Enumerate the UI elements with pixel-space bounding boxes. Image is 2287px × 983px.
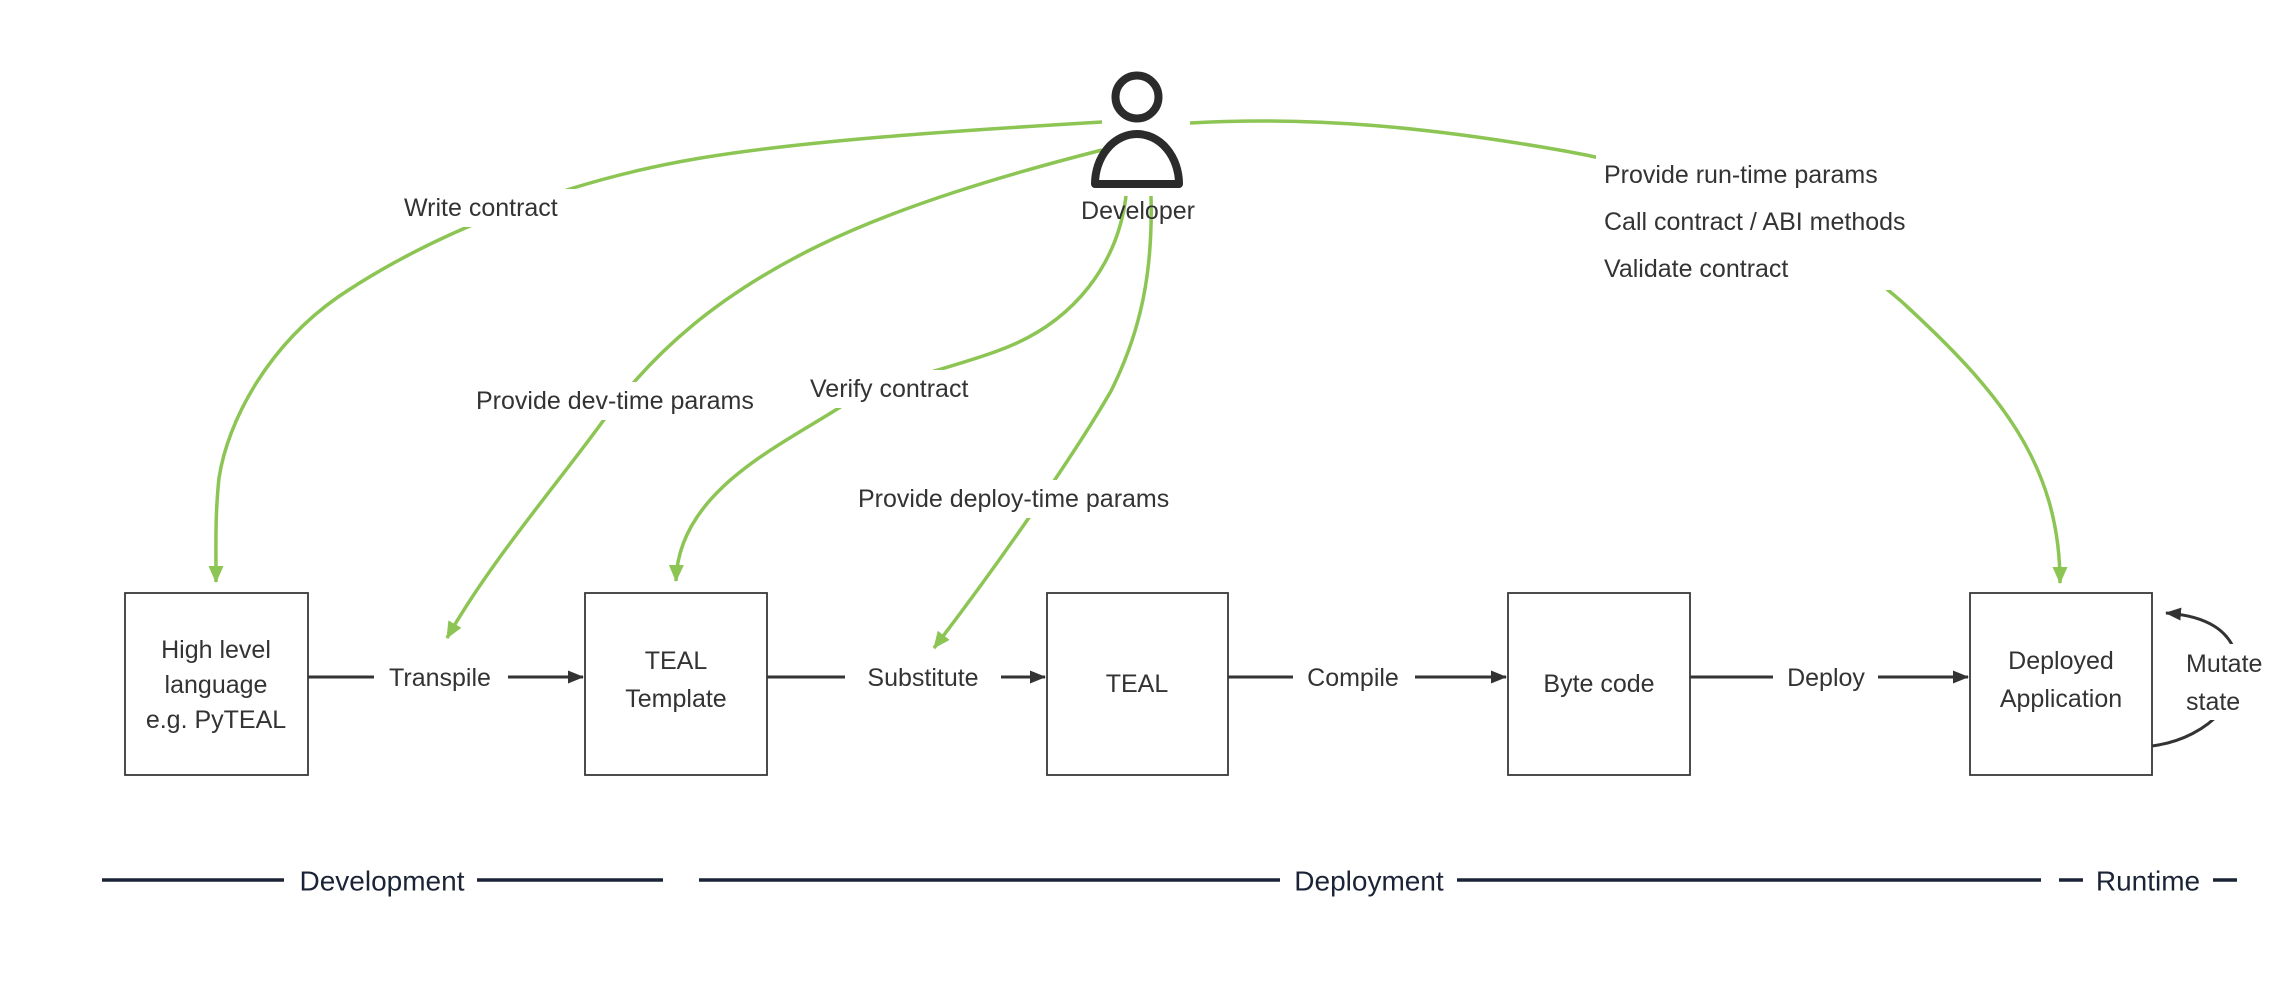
- verify-contract-label-bg: [804, 370, 1002, 408]
- edge-provide-dev-time-params: [445, 148, 1103, 639]
- edge-write-contract: [208, 120, 1103, 583]
- high-level-language-line-2: language: [165, 671, 268, 699]
- deployment-label: Deployment: [1294, 866, 1444, 897]
- developer-label: Developer: [1081, 197, 1195, 225]
- high-level-language-line-1: High level: [161, 636, 271, 664]
- node-deployed-application: Deployed Application: [1969, 592, 2153, 776]
- runtime-action-line-1: Provide run-time params: [1604, 161, 1878, 189]
- deployed-application-box: [1969, 592, 2153, 776]
- verify-contract-label: Verify contract: [810, 375, 968, 403]
- deploy-time-label: Provide deploy-time params: [858, 485, 1169, 513]
- runtime-action-line-3: Validate contract: [1604, 255, 1788, 283]
- dev-time-label: Provide dev-time params: [476, 387, 754, 415]
- deployed-application-line-2: Application: [2000, 685, 2122, 713]
- transpile-label: Transpile: [389, 664, 491, 692]
- byte-code-label: Byte code: [1543, 670, 1654, 698]
- person-icon-body: [1091, 130, 1183, 188]
- runtime-label: Runtime: [2096, 866, 2200, 897]
- mutate-state-label-line-1: Mutate: [2186, 650, 2262, 678]
- deployed-application-line-1: Deployed: [2008, 647, 2114, 675]
- mutate-state-label-bg: [2178, 644, 2287, 720]
- phase-runtime: Runtime: [2059, 866, 2237, 897]
- runtime-actions-label-bg: [1596, 152, 1966, 290]
- dev-time-label-bg: [470, 382, 806, 420]
- high-level-language-line-3: e.g. PyTEAL: [146, 706, 286, 734]
- deploy-label: Deploy: [1787, 664, 1865, 692]
- person-icon-head: [1111, 71, 1163, 123]
- deploy-time-label-bg: [852, 480, 1230, 518]
- phase-deployment: Deployment: [699, 866, 2041, 897]
- node-high-level-language: High level language e.g. PyTEAL: [124, 592, 309, 776]
- developer-actor: Developer: [1081, 71, 1195, 225]
- mutate-state-label-line-2: state: [2186, 688, 2240, 716]
- compile-label: Compile: [1307, 664, 1399, 692]
- byte-code-box: [1507, 592, 1691, 776]
- teal-template-line-1: TEAL: [645, 647, 708, 675]
- teal-template-line-2: Template: [625, 685, 726, 713]
- write-contract-label: Write contract: [404, 194, 558, 222]
- teal-box: [1046, 592, 1229, 776]
- substitute-label: Substitute: [867, 664, 978, 692]
- node-byte-code: Byte code: [1507, 592, 1691, 776]
- high-level-language-box: [124, 592, 309, 776]
- node-teal-template: TEAL Template: [584, 592, 768, 776]
- runtime-action-line-2: Call contract / ABI methods: [1604, 208, 1906, 236]
- teal-template-box: [584, 592, 768, 776]
- write-contract-label-bg: [398, 189, 596, 227]
- teal-label: TEAL: [1106, 670, 1169, 698]
- phase-development: Development: [102, 866, 663, 897]
- node-teal: TEAL: [1046, 592, 1229, 776]
- development-label: Development: [300, 866, 465, 897]
- edge-provide-deploy-time-params: [932, 195, 1153, 650]
